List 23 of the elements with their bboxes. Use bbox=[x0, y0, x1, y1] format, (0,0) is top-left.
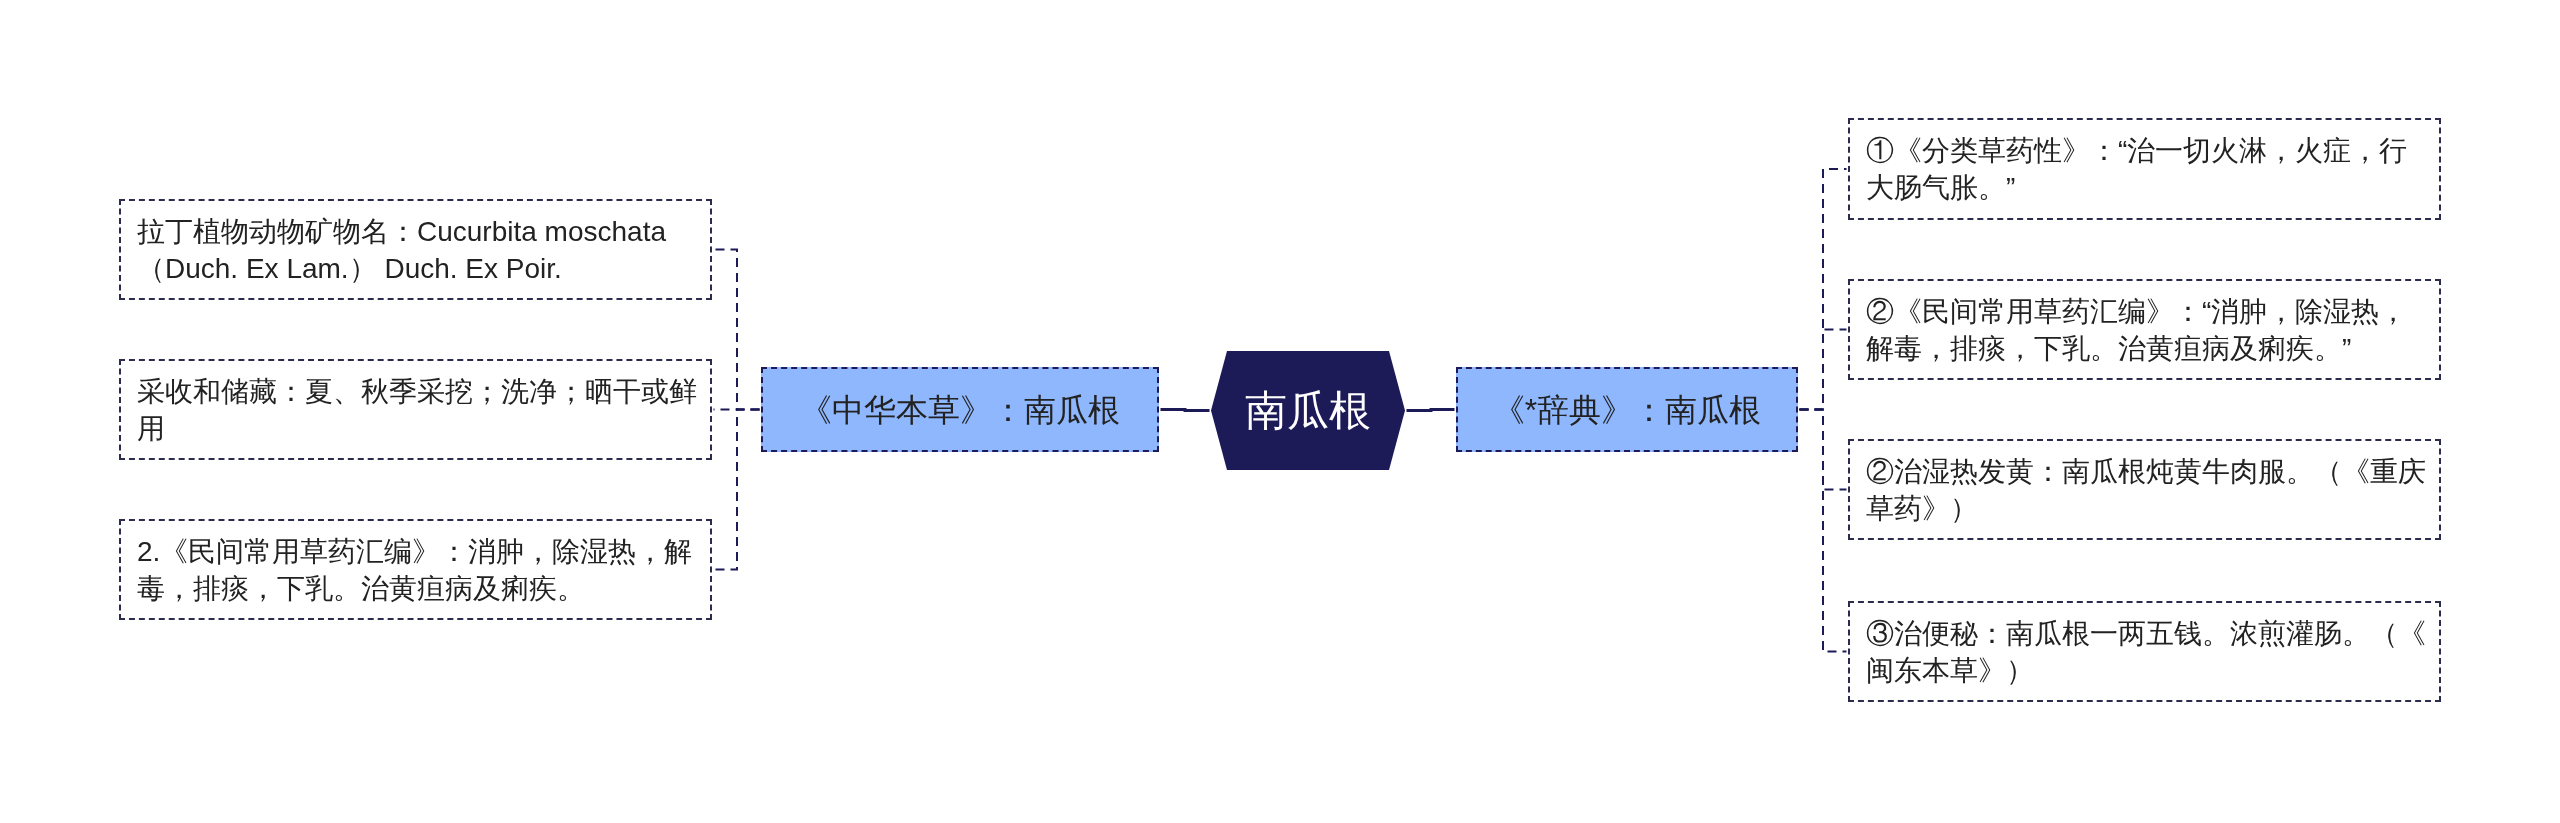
branch-topic-text: 《中华本草》：南瓜根 bbox=[800, 390, 1120, 430]
note-box bbox=[119, 359, 712, 460]
note-box bbox=[1848, 439, 2441, 540]
note-box bbox=[119, 519, 712, 620]
note-text: 拉丁植物动物矿物名：Cucurbita moschata （Duch. Ex Lam.） Duch. Ex Poir. bbox=[137, 214, 667, 286]
connector-line bbox=[1406, 408, 1455, 412]
branch-topic-text: 《*辞典》：南瓜根 bbox=[1492, 390, 1762, 430]
note-text: ①《分类草药性》：“治一切火淋，火症，行大肠气胀。” bbox=[1866, 134, 2409, 205]
note-text: ②治湿热发黄：南瓜根炖黄牛肉服。（《重庆草药》） bbox=[1866, 454, 2427, 526]
note-box bbox=[119, 199, 712, 300]
root-topic-hexagon bbox=[1211, 351, 1405, 470]
note-text: 采收和储藏：夏、秋季采挖；洗净；晒干或鲜用 bbox=[137, 374, 698, 446]
branch-topic-box bbox=[1456, 367, 1798, 452]
note-box bbox=[1848, 118, 2441, 220]
connector-line bbox=[1798, 408, 1848, 653]
note-text: 2.《民间常用草药汇编》：消肿，除湿热，解毒，排痰，下乳。治黄疸病及痢疾。 bbox=[137, 534, 694, 606]
branch-topic-box bbox=[761, 367, 1159, 452]
note-text: ②《民间常用草药汇编》：“消肿，除湿热，解毒，排痰，下乳。治黄疸病及痢疾。” bbox=[1866, 294, 2409, 366]
connector-line bbox=[1160, 408, 1210, 412]
root-topic-text: 南瓜根 bbox=[1245, 385, 1371, 436]
note-box bbox=[1848, 279, 2441, 380]
note-text: ③治便秘：南瓜根一两五钱。浓煎灌肠。（《闽东本草》） bbox=[1866, 616, 2427, 688]
note-box bbox=[1848, 601, 2441, 702]
